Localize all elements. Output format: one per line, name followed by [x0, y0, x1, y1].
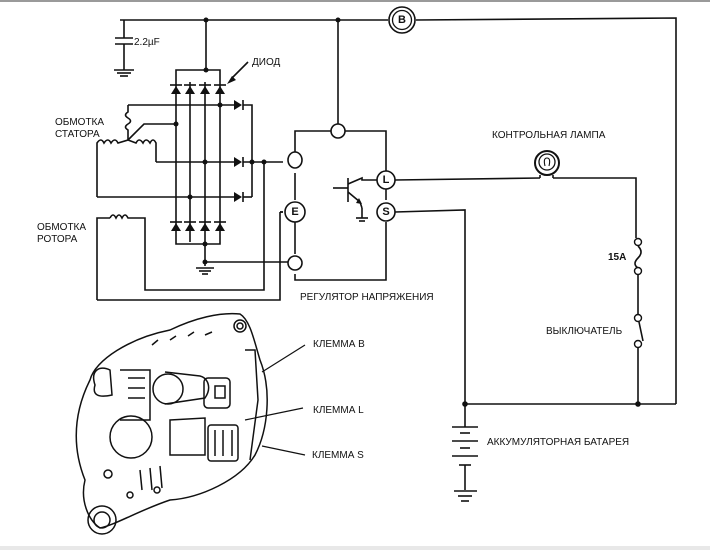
terminal-l-callout: КЛЕММА L: [313, 405, 364, 416]
stator-label-line1: ОБМОТКА: [55, 117, 104, 128]
bottom-border: [0, 546, 710, 550]
lower-diodes: [170, 221, 226, 231]
terminal-l: L: [376, 170, 396, 190]
capacitor-label: 2.2µF: [134, 37, 160, 48]
terminal-b: B: [388, 6, 416, 34]
diode-leader: [231, 61, 249, 79]
diode-label: ДИОД: [252, 57, 281, 68]
sense-wire: [394, 209, 676, 407]
lamp-circuit-wire: [394, 177, 644, 407]
terminal-b-label: B: [398, 14, 406, 26]
rotor-label-line2: РОТОРА: [37, 234, 78, 245]
terminal-s: S: [376, 202, 396, 222]
rotor-label-line1: ОБМОТКА: [37, 222, 86, 233]
stator-winding: [96, 105, 179, 197]
terminal-e: E: [280, 201, 306, 223]
rotor-winding: [96, 162, 281, 301]
battery: [452, 404, 478, 502]
voltage-regulator: [280, 20, 387, 281]
terminal-s-label: S: [382, 206, 389, 218]
alternator-illustration: [75, 312, 268, 535]
rectifier-bridge: [175, 20, 221, 247]
warning-lamp-icon: [534, 150, 560, 178]
terminal-b-callout: КЛЕММА B: [313, 339, 365, 350]
bridge-ground: [196, 244, 289, 275]
lamp-label: КОНТРОЛЬНАЯ ЛАМПА: [492, 130, 606, 141]
capacitor: [114, 20, 134, 77]
terminal-callouts: [244, 344, 306, 456]
terminal-e-label: E: [291, 206, 298, 218]
fuse-label: 15A: [608, 252, 626, 263]
upper-diodes: [170, 84, 226, 94]
stator-label-line2: СТАТОРА: [55, 129, 100, 140]
terminal-s-callout: КЛЕММА S: [312, 450, 364, 461]
main-bus-wire: [120, 17, 677, 404]
terminal-l-label: L: [383, 174, 390, 186]
exciter-diodes: [97, 100, 283, 202]
regulator-label: РЕГУЛЯТОР НАПРЯЖЕНИЯ: [300, 292, 434, 303]
top-border: [0, 0, 710, 2]
switch-label: ВЫКЛЮЧАТЕЛЬ: [546, 326, 623, 337]
battery-label: АККУМУЛЯТОРНАЯ БАТАРЕЯ: [487, 437, 629, 448]
